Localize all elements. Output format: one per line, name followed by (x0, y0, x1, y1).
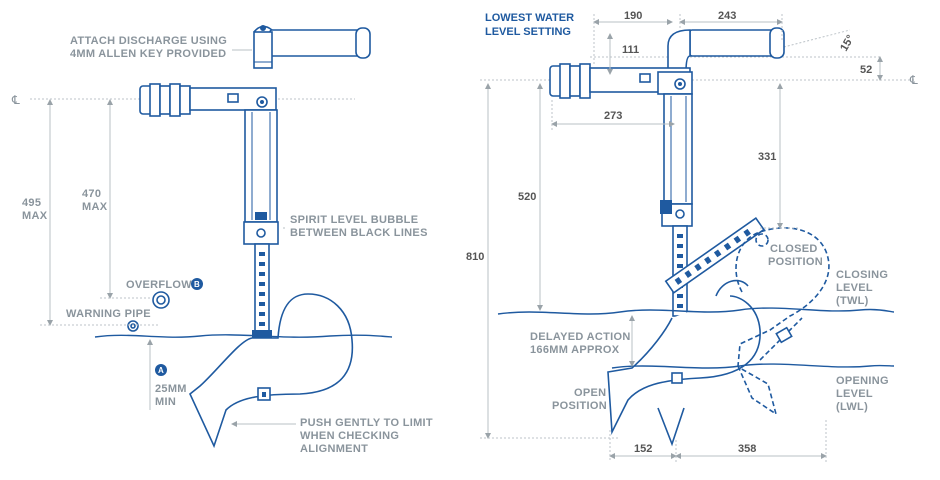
marker-b-icon (191, 278, 203, 290)
opening-level-label: OPENING (836, 375, 889, 387)
closing-level-label-2: LEVEL (836, 282, 873, 294)
opening-level-label-3: (LWL) (836, 401, 868, 413)
delayed-action-label-2: 166MM APPROX (530, 344, 620, 356)
dim-810: 810 (466, 251, 484, 263)
dim-111: 111 (622, 44, 639, 56)
push-label-3: ALIGNMENT (300, 443, 368, 455)
marker-b: B (194, 280, 200, 289)
attach-label: ATTACH DISCHARGE USING (70, 35, 227, 47)
right-discharge-pipe (667, 27, 785, 73)
min-label: 25MM (155, 383, 187, 395)
open-position-label-2: POSITION (552, 400, 607, 412)
open-position-float (607, 295, 761, 435)
left-inlet-body (139, 83, 277, 117)
lowest-water-label-2: LEVEL SETTING (485, 26, 571, 38)
closing-water-line (497, 307, 895, 315)
right-centreline-symbol: ℄ (909, 73, 918, 87)
left-centreline-symbol: ℄ (11, 93, 20, 107)
closed-position-label-2: POSITION (768, 256, 823, 268)
dim-470: 470 (82, 188, 101, 200)
dim-273: 273 (604, 110, 622, 122)
dim-520: 520 (518, 191, 536, 203)
left-discharge-pipe (253, 25, 371, 69)
dim-495: 495 (22, 197, 41, 209)
opening-water-line (611, 363, 895, 369)
push-label-2: WHEN CHECKING (300, 430, 399, 442)
dim-243: 243 (718, 10, 736, 22)
dim-331: 331 (758, 151, 776, 163)
dim-190: 190 (624, 10, 642, 22)
marker-a-icon (155, 364, 167, 376)
min-label-2: MIN (155, 396, 176, 408)
spirit-level-label-2: BETWEEN BLACK LINES (290, 227, 428, 239)
marker-a: A (158, 366, 164, 375)
dim-152: 152 (634, 443, 652, 455)
dim-358: 358 (738, 443, 756, 455)
open-position-label: OPEN (574, 387, 606, 399)
warning-pipe-label: WARNING PIPE (66, 308, 151, 320)
closing-level-label: CLOSING (836, 269, 888, 281)
attach-label-2: 4MM ALLEN KEY PROVIDED (70, 48, 226, 60)
right-inlet-body (549, 63, 693, 99)
overflow-label: OVERFLOW (126, 279, 192, 291)
dim-52: 52 (860, 64, 872, 76)
open-float-tip (657, 407, 685, 447)
dim-470-max: MAX (82, 201, 108, 213)
dim-495-max: MAX (22, 210, 48, 222)
left-float-arm (252, 243, 272, 338)
left-riser (243, 109, 279, 245)
delayed-action-label: DELAYED ACTION (530, 331, 631, 343)
right-drawing: LOWEST WATER LEVEL SETTING 190 243 111 1… (466, 10, 918, 462)
closed-position-label: CLOSED (770, 243, 818, 255)
right-riser (660, 93, 693, 227)
closed-position-float (735, 227, 830, 367)
left-water-line (94, 334, 393, 338)
opening-level-label-2: LEVEL (836, 388, 873, 400)
push-label: PUSH GENTLY TO LIMIT (300, 417, 433, 429)
angle-15: 15° (838, 33, 857, 53)
spirit-level-label: SPIRIT LEVEL BUBBLE (290, 214, 418, 226)
lowest-water-label: LOWEST WATER (485, 12, 574, 24)
closing-level-label-3: (TWL) (836, 295, 869, 307)
left-float (189, 293, 354, 449)
right-float-cap (715, 279, 749, 297)
left-drawing: ATTACH DISCHARGE USING 4MM ALLEN KEY PRO… (11, 25, 433, 455)
right-diagonal-arm (664, 217, 766, 294)
closed-float-tip (737, 365, 778, 416)
